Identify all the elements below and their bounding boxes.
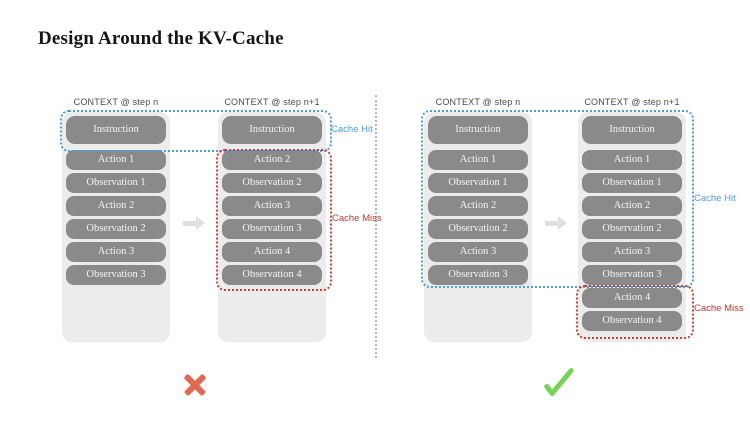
context-box: Instruction: [222, 116, 322, 144]
context-box: Observation 2: [428, 219, 528, 239]
check-icon: [542, 366, 575, 398]
context-box: Action 2: [582, 196, 682, 216]
cache-hit-label: Cache Hit: [694, 193, 736, 204]
context-box: Instruction: [66, 116, 166, 144]
center-divider-line: [375, 95, 377, 358]
context-header: CONTEXT @ step n: [73, 97, 159, 107]
cache-miss-label: Cache Miss: [332, 213, 382, 224]
context-box: Action 4: [582, 288, 682, 308]
cross-icon: [183, 372, 207, 396]
context-box: Observation 1: [66, 173, 166, 193]
context-box: Observation 2: [222, 173, 322, 193]
context-box: Action 3: [582, 242, 682, 262]
context-box: Action 1: [582, 150, 682, 170]
arrow-right-icon: [183, 216, 205, 231]
context-box: Action 1: [428, 150, 528, 170]
context-box: Observation 2: [66, 219, 166, 239]
context-box: Observation 3: [222, 219, 322, 239]
context-box: Action 3: [66, 242, 166, 262]
context-box: Observation 1: [428, 173, 528, 193]
context-box: Instruction: [582, 116, 682, 144]
context-box: Observation 3: [582, 265, 682, 285]
context-box: Action 2: [222, 150, 322, 170]
context-box: Action 1: [66, 150, 166, 170]
context-box: Action 2: [66, 196, 166, 216]
cache-hit-label: Cache Hit: [331, 124, 373, 135]
page-title: Design Around the KV-Cache: [38, 28, 284, 49]
context-header: CONTEXT @ step n+1: [584, 97, 680, 107]
context-box: Observation 3: [66, 265, 166, 285]
context-box: Action 2: [428, 196, 528, 216]
context-box: Observation 4: [582, 311, 682, 331]
context-box: Action 3: [428, 242, 528, 262]
cache-miss-label: Cache Miss: [694, 303, 744, 314]
context-header: CONTEXT @ step n: [435, 97, 521, 107]
context-header: CONTEXT @ step n+1: [224, 97, 320, 107]
context-box: Observation 4: [222, 265, 322, 285]
context-box: Action 4: [222, 242, 322, 262]
context-box: Observation 3: [428, 265, 528, 285]
context-box: Observation 1: [582, 173, 682, 193]
arrow-right-icon: [545, 216, 567, 231]
context-box: Observation 2: [582, 219, 682, 239]
context-box: Action 3: [222, 196, 322, 216]
context-box: Instruction: [428, 116, 528, 144]
